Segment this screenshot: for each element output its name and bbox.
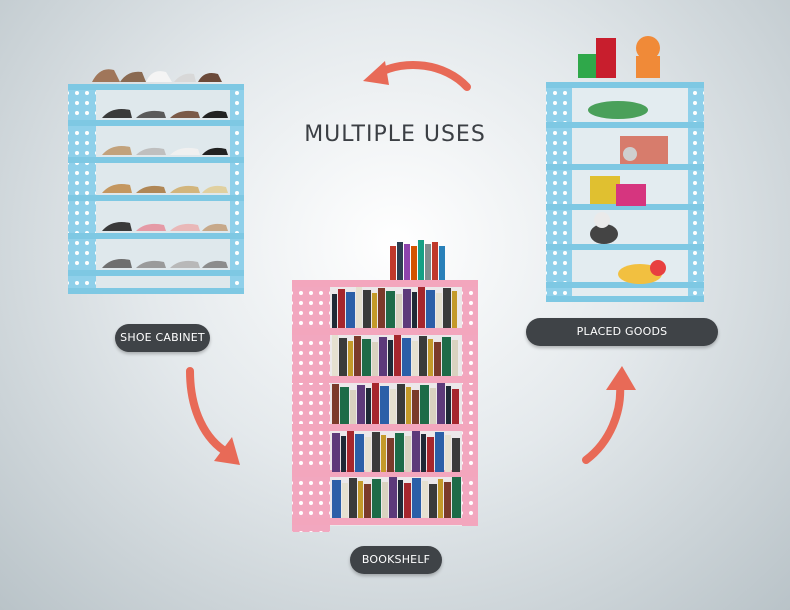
book-spine	[366, 388, 371, 424]
book-spine	[430, 388, 436, 424]
book-spine	[381, 435, 386, 472]
book-spine	[332, 480, 341, 518]
book-spine	[338, 289, 345, 328]
book-spine	[421, 434, 426, 472]
book-spine	[365, 437, 371, 472]
label-shoe-cabinet-text: SHOE CABINET	[120, 331, 205, 344]
label-bookshelf: BOOKSHELF	[350, 546, 442, 574]
book-spine	[436, 293, 442, 328]
book-spine	[422, 481, 428, 518]
book-spine	[388, 340, 393, 376]
book-spine	[354, 336, 361, 376]
book-spine	[340, 387, 349, 424]
book-spine	[418, 287, 425, 328]
book-spine	[452, 477, 461, 518]
bookshelf-image	[292, 240, 478, 532]
book-spine	[380, 386, 389, 424]
book-spine	[452, 438, 460, 472]
page-title: MULTIPLE USES	[304, 122, 486, 147]
label-shoe-cabinet: SHOE CABINET	[115, 324, 210, 352]
curved-arrow-top-icon	[363, 60, 471, 91]
book-spine	[404, 483, 411, 518]
book-spine	[402, 338, 411, 376]
book-spine	[339, 338, 347, 376]
book-spine	[362, 339, 371, 376]
book-spine	[355, 434, 364, 472]
book-spine	[389, 477, 397, 518]
book-spine	[452, 291, 457, 328]
book-spine	[412, 341, 418, 376]
book-spine	[403, 289, 411, 328]
book-spine	[372, 432, 380, 472]
book-spine	[438, 479, 443, 518]
book-spine	[435, 432, 444, 472]
book-spine	[348, 341, 353, 376]
book-spine	[364, 484, 371, 518]
book-spine	[452, 340, 458, 376]
book-spine	[363, 290, 371, 328]
book-spine	[347, 431, 354, 472]
shoe-rack-image	[68, 69, 244, 294]
book-spine	[412, 292, 417, 328]
book-spine	[427, 437, 434, 472]
book-spine	[332, 433, 340, 472]
book-spine	[387, 438, 394, 472]
book-spine	[372, 383, 379, 424]
book-spine	[357, 385, 365, 424]
book-spine	[426, 290, 435, 328]
book-spine	[350, 390, 356, 424]
book-spine	[405, 436, 411, 472]
book-spine	[386, 291, 395, 328]
book-spine	[332, 294, 337, 328]
book-spine	[395, 433, 404, 472]
book-spine	[434, 342, 441, 376]
book-spine	[444, 482, 451, 518]
book-spine	[379, 337, 387, 376]
label-placed-goods-text: PLACED GOODS	[576, 325, 668, 338]
book-spine	[429, 484, 437, 518]
curved-arrow-left-icon	[186, 367, 240, 465]
book-spine	[420, 385, 429, 424]
book-spine	[349, 478, 357, 518]
book-spine	[394, 335, 401, 376]
book-spine	[390, 389, 396, 424]
label-placed-goods: PLACED GOODS	[526, 318, 718, 346]
book-spine	[428, 339, 433, 376]
book-spine	[397, 384, 405, 424]
book-spine	[446, 386, 451, 424]
book-spine	[378, 288, 385, 328]
goods-rack-image	[546, 36, 704, 302]
book-spine	[412, 478, 421, 518]
curved-arrow-right-icon	[582, 366, 636, 464]
book-spine	[356, 287, 362, 328]
book-spine	[341, 436, 346, 472]
book-spine	[332, 384, 339, 424]
book-spine	[398, 480, 403, 518]
book-spine	[445, 435, 451, 472]
book-spine	[443, 288, 451, 328]
book-spine	[358, 481, 363, 518]
book-spine	[419, 336, 427, 376]
book-spine	[442, 337, 451, 376]
book-spine	[412, 390, 419, 424]
book-spine	[346, 292, 355, 328]
book-spine	[372, 479, 381, 518]
label-bookshelf-text: BOOKSHELF	[361, 553, 431, 566]
book-spine	[342, 483, 348, 518]
book-spine	[332, 335, 338, 376]
book-spine	[396, 294, 402, 328]
book-spine	[382, 482, 388, 518]
book-spine	[412, 431, 420, 472]
book-spine	[372, 293, 377, 328]
book-spine	[452, 389, 459, 424]
book-spine	[406, 387, 411, 424]
book-spine	[372, 342, 378, 376]
book-spine	[437, 383, 445, 424]
